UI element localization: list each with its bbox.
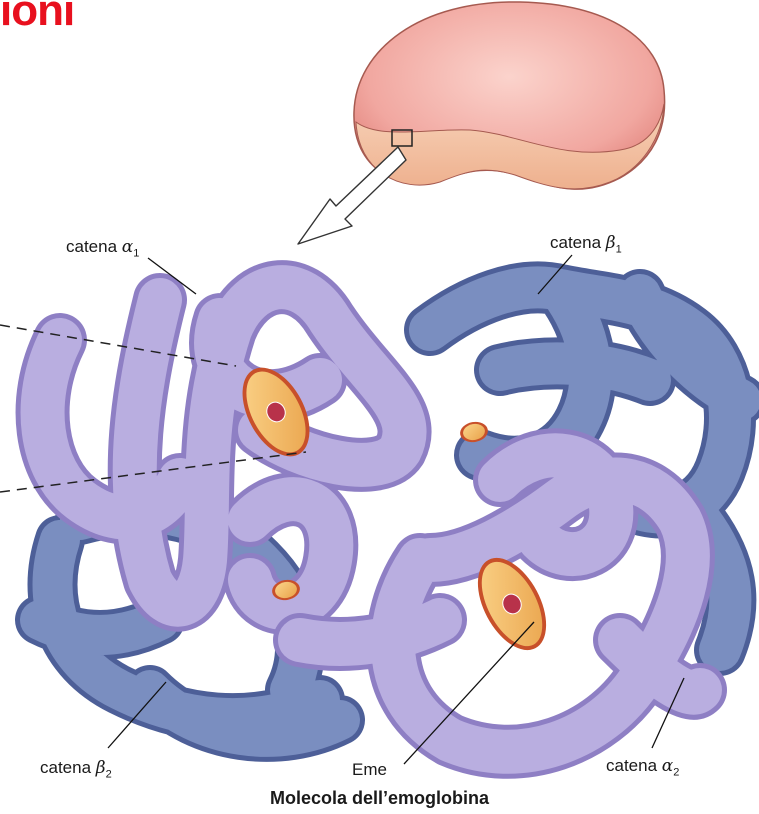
label-alpha1: catena α1 [66,237,139,259]
label-heme: Eme [352,760,387,780]
label-beta2: catena β2 [40,758,112,780]
zoom-arrow [298,147,406,244]
figure-caption: Molecola dell’emoglobina [0,788,759,809]
label-beta1: catena β1 [550,233,622,255]
label-alpha2: catena α2 [606,756,679,778]
